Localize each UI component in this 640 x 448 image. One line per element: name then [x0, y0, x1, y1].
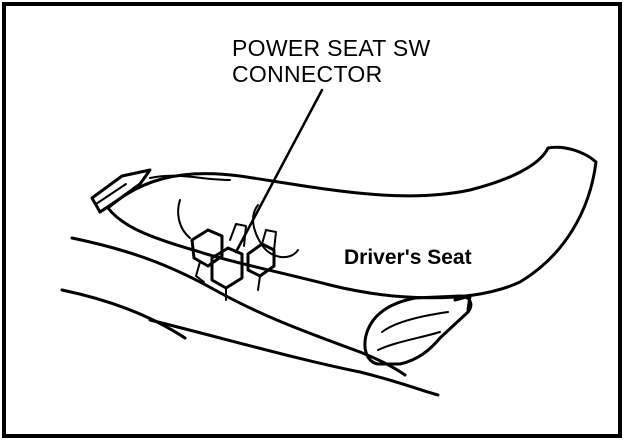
left-rail: [90, 168, 152, 214]
diagram-frame: [2, 2, 622, 438]
drivers-seat-label: Driver's Seat: [344, 246, 472, 269]
connector-callout-line2: CONNECTOR: [232, 61, 383, 87]
callout-leader-line: [234, 88, 324, 254]
connector-callout-line1: POWER SEAT SW: [232, 35, 431, 61]
right-rail: [363, 294, 473, 366]
floor-lines: [60, 236, 440, 397]
